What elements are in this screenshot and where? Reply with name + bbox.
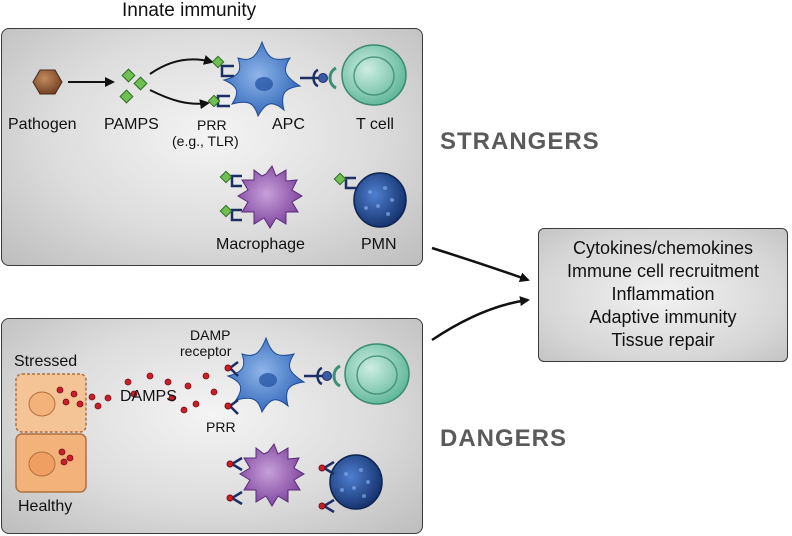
pamp-bound-icon <box>219 170 233 184</box>
t-cell-icon <box>341 44 407 106</box>
macrophage-icon <box>237 164 303 229</box>
t-cell-icon <box>344 343 410 405</box>
pamp-bound-icon <box>211 55 225 69</box>
damp-bound-icon <box>224 364 232 372</box>
damp-molecules-icon <box>56 372 218 466</box>
pmn-icon <box>329 454 383 510</box>
damp-receptor-icon <box>229 456 243 506</box>
prr-label-bottom: PRR <box>206 419 236 435</box>
macrophage-label: Macrophage <box>216 236 305 253</box>
outcomes-box: Cytokines/chemokines Immune cell recruit… <box>538 228 788 362</box>
pathogen-icon <box>32 69 63 95</box>
healthy-label: Healthy <box>18 498 73 515</box>
arrow-strangers-outcome <box>431 246 530 283</box>
outcome-item: Tissue repair <box>611 330 715 350</box>
pmn-label: PMN <box>361 236 397 253</box>
damp-receptor-label-line2: receptor <box>180 343 232 359</box>
pmn-granules-icon <box>364 186 394 216</box>
damp-bound-icon <box>318 464 326 472</box>
pmn-icon <box>353 172 407 228</box>
damps-label: DAMPS <box>120 388 177 405</box>
outcome-item: Immune cell recruitment <box>566 261 760 281</box>
pathogen-label: Pathogen <box>8 116 77 133</box>
mhc-tcr-synapse-icon <box>304 364 341 388</box>
diagram-title: Innate immunity <box>122 0 257 21</box>
damp-receptor-label-line1: DAMP <box>190 327 231 343</box>
apc-label: APC <box>272 116 305 133</box>
prr-receptor-icon <box>230 174 242 222</box>
damp-bound-icon <box>226 494 234 502</box>
arrow-pamps-apc-upper <box>149 55 214 75</box>
macrophage-icon <box>239 442 305 507</box>
damp-bound-icon <box>224 402 232 410</box>
pamp-bound-icon <box>219 204 233 218</box>
prr-receptor-icon <box>216 64 234 108</box>
strangers-label: STRANGERS <box>440 128 600 155</box>
outcome-item: Cytokines/chemokines <box>572 238 754 258</box>
arrow-dangers-outcome <box>431 296 530 342</box>
damp-bound-icon <box>226 460 234 468</box>
prr-label: PRR <box>197 117 227 133</box>
arrow-pamps-apc-lower <box>149 89 210 110</box>
pamp-bound-icon <box>333 172 347 186</box>
prr-example-label: (e.g., TLR) <box>172 133 239 149</box>
healthy-cell-nucleus-icon <box>28 451 56 477</box>
outcome-item: Adaptive immunity <box>589 307 737 327</box>
t-cell-nucleus-icon <box>353 56 395 96</box>
apc-nucleus-icon <box>255 77 273 91</box>
prr-receptor-icon <box>344 176 356 190</box>
damp-bound-icon <box>318 502 326 510</box>
pamp-molecules-icon <box>119 68 148 104</box>
mhc-tcr-synapse-icon <box>300 66 337 90</box>
apc-nucleus-icon <box>259 373 277 387</box>
outcome-item: Inflammation <box>611 284 715 304</box>
pamps-label: PAMPS <box>104 116 159 133</box>
stressed-cell-nucleus-icon <box>28 391 56 417</box>
t-cell-label: T cell <box>356 116 394 133</box>
dangers-label: DANGERS <box>440 425 568 452</box>
stressed-label: Stressed <box>14 353 78 370</box>
pamp-bound-icon <box>207 94 221 108</box>
pmn-granules-icon <box>340 468 370 498</box>
t-cell-nucleus-icon <box>356 355 398 395</box>
